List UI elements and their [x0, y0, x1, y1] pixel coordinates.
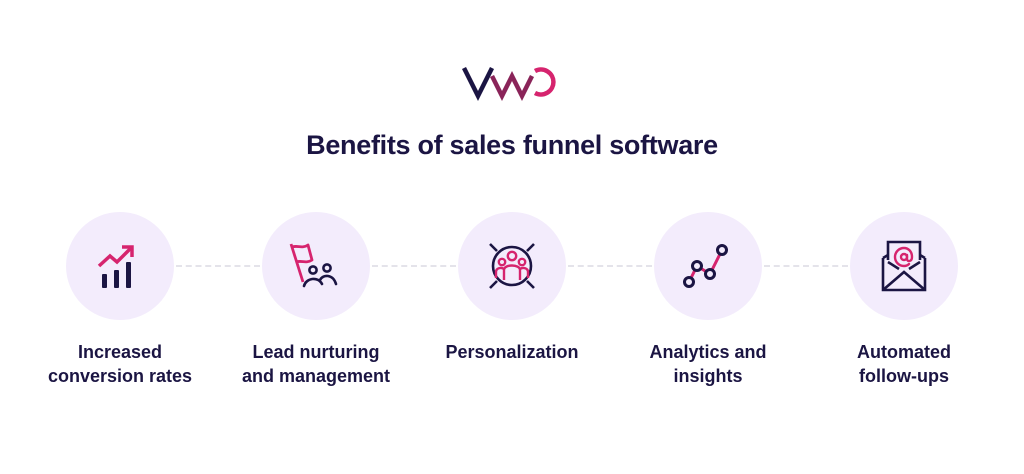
benefit-increased-conversion: Increased conversion rates: [22, 212, 218, 388]
flag-team-icon: [289, 243, 338, 288]
icon-circle: [458, 212, 566, 320]
line-graph-icon: [683, 244, 728, 288]
benefit-label: Increased conversion rates: [47, 342, 193, 386]
benefit-label: Analytics and insights: [649, 342, 767, 386]
page-title: Benefits of sales funnel software: [306, 130, 718, 160]
benefit-analytics: Analytics and insights: [610, 212, 806, 388]
connector-line: [372, 265, 456, 267]
icon-circle: [850, 212, 958, 320]
benefit-automated-followups: Automated follow-ups: [806, 212, 1002, 388]
vwo-logo: [462, 66, 556, 102]
icon-circle: [66, 212, 174, 320]
benefit-lead-nurturing: Lead nurturing and management: [218, 212, 414, 388]
icon-circle: [654, 212, 762, 320]
benefit-personalization: Personalization: [414, 212, 610, 364]
benefit-label: Automated follow-ups: [857, 342, 951, 386]
benefit-label: Lead nurturing and management: [241, 342, 391, 386]
benefit-label: Personalization: [445, 342, 579, 362]
growth-chart-icon: [97, 245, 134, 288]
connector-line: [764, 265, 848, 267]
email-envelope-icon: [881, 240, 927, 292]
icon-circle: [262, 212, 370, 320]
target-audience-icon: [489, 243, 535, 289]
connector-line: [568, 265, 652, 267]
connector-line: [176, 265, 260, 267]
